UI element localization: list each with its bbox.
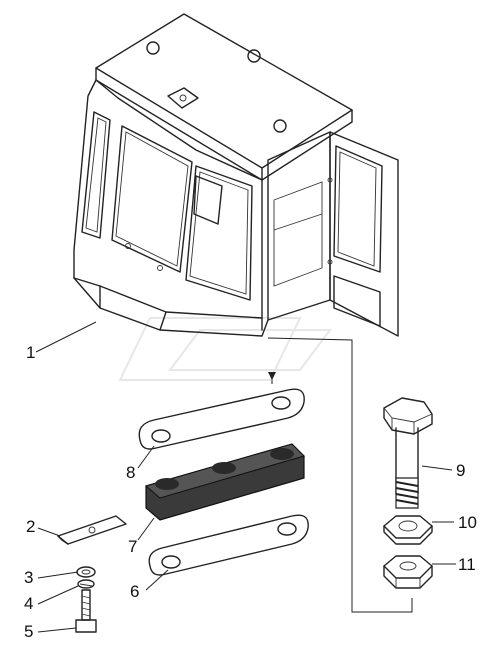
plate-upper bbox=[138, 388, 305, 450]
callout-5: 5 bbox=[24, 622, 33, 641]
watermark-logo bbox=[118, 317, 332, 381]
screw bbox=[75, 589, 97, 633]
spring-washer bbox=[77, 579, 95, 589]
callout-10: 10 bbox=[458, 513, 477, 532]
cab-door bbox=[327, 131, 399, 337]
callout-9: 9 bbox=[456, 461, 465, 480]
callout-6: 6 bbox=[130, 582, 139, 601]
callout-4: 4 bbox=[24, 594, 33, 613]
callout-11: 11 bbox=[458, 555, 476, 574]
rubber-pad bbox=[144, 443, 305, 521]
bolt bbox=[383, 397, 433, 509]
callout-1: 1 bbox=[26, 343, 35, 362]
callout-3: 3 bbox=[24, 568, 33, 587]
leader-lines bbox=[35, 321, 456, 633]
cab bbox=[73, 13, 399, 337]
nut bbox=[383, 555, 433, 589]
washer bbox=[383, 515, 433, 545]
callout-8: 8 bbox=[126, 463, 135, 482]
bracket bbox=[57, 515, 127, 545]
callout-7: 7 bbox=[128, 537, 137, 556]
lifting-eye bbox=[146, 41, 287, 133]
plate-lower bbox=[148, 514, 309, 576]
washer-small bbox=[76, 566, 96, 578]
callout-2: 2 bbox=[26, 517, 35, 536]
